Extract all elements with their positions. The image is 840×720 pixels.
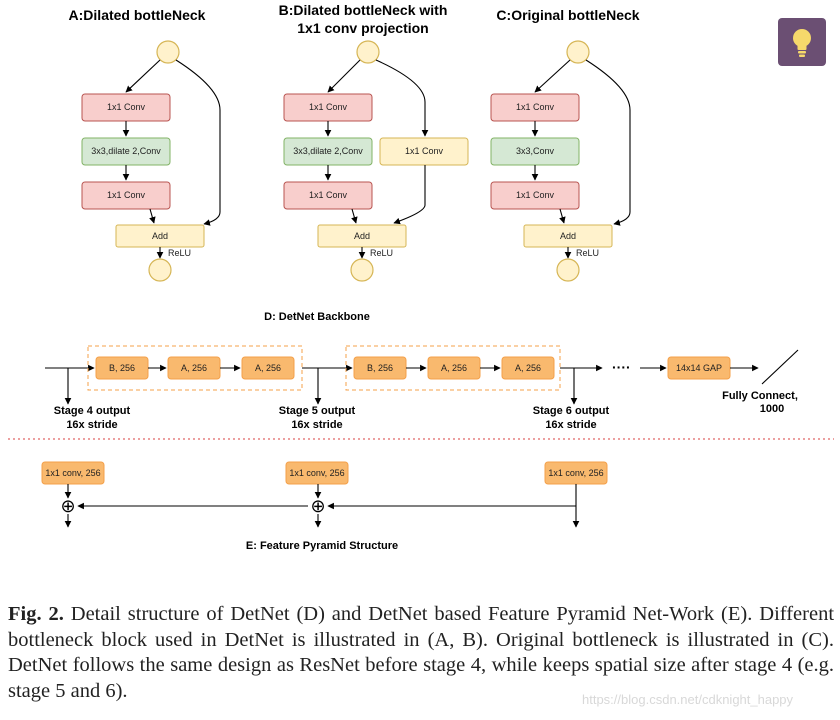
fpn-conv-3-label: 1x1 conv, 256 [548,468,603,478]
panel-b-projection-label: 1x1 Conv [405,146,444,156]
fpn-conv-2-label: 1x1 conv, 256 [289,468,344,478]
panel-c-input-node [566,40,590,64]
backbone-block-2-label: A, 256 [181,363,207,373]
stage4-label-line2: 16x stride [66,419,117,431]
fpn-conv-1-label: 1x1 conv, 256 [45,468,100,478]
caption-text: Detail structure of DetNet (D) and DetNe… [8,603,835,702]
panel-b-conv3-label: 1x1 Conv [309,190,348,200]
backbone: D: DetNet Backbone B, 256 A, 256 A, 256 … [45,311,799,431]
panel-a-conv2-label: 3x3,dilate 2,Conv [91,146,161,156]
fpn-sum-1-icon: ⊕ [60,496,75,517]
panel-a-conv3-label: 1x1 Conv [107,190,146,200]
backbone-block-6-label: A, 256 [515,363,541,373]
watermark: https://blog.csdn.net/cdknight_happy [582,692,794,707]
panel-c-output-node [556,258,580,282]
fpn-title: E: Feature Pyramid Structure [246,540,398,552]
panel-b-input-node [356,40,380,64]
backbone-block-4-label: B, 256 [367,363,393,373]
panel-a-output-node [148,258,172,282]
panel-a-conv1-label: 1x1 Conv [107,102,146,112]
panel-b-title-line2: 1x1 conv projection [297,20,428,36]
panel-b-add-label: Add [354,231,370,241]
fc-label-line1: Fully Connect, [722,390,798,402]
panel-b: B:Dilated bottleNeck with 1x1 conv proje… [279,2,469,282]
panel-b-conv1-label: 1x1 Conv [309,102,348,112]
panel-c-conv2-label: 3x3,Conv [516,146,555,156]
panel-b-conv3-box [283,181,373,210]
backbone-group-1 [87,345,303,391]
stage6-label-line1: Stage 6 output [533,405,610,417]
stage5-label-line2: 16x stride [291,419,342,431]
stage6-label-line2: 16x stride [545,419,596,431]
fc-label-line2: 1000 [760,403,784,415]
lightbulb-icon-glyph [793,29,811,57]
panel-a-title: A:Dilated bottleNeck [69,7,206,23]
lightbulb-icon[interactable] [778,18,826,66]
fpn-conv-1 [41,461,105,485]
panel-b-relu-label: ReLU [370,248,393,258]
panel-c-conv3-label: 1x1 Conv [516,190,555,200]
panel-a-add-label: Add [152,231,168,241]
figure-caption: Fig. 2. Detail structure of DetNet (D) a… [8,602,834,704]
fpn-sum-2-icon: ⊕ [310,496,325,517]
backbone-block-3-label: A, 256 [255,363,281,373]
backbone-block-1-label: B, 256 [109,363,135,373]
backbone-group-2 [345,345,561,391]
backbone-block-3 [241,356,295,380]
panel-b-conv2-label: 3x3,dilate 2,Conv [293,146,363,156]
caption-label: Fig. 2. [8,603,64,625]
backbone-ellipsis: ···· [612,359,631,375]
panel-c: C:Original bottleNeck 1x1 Conv 3x3,Conv … [490,7,640,282]
backbone-gap-label: 14x14 GAP [676,363,722,373]
panel-a-relu-label: ReLU [168,248,191,258]
backbone-title: D: DetNet Backbone [264,311,370,323]
panel-c-relu-label: ReLU [576,248,599,258]
fpn-conv-2 [285,461,349,485]
stage5-label-line1: Stage 5 output [279,405,356,417]
backbone-block-6 [501,356,555,380]
backbone-block-5-label: A, 256 [441,363,467,373]
panel-c-title: C:Original bottleNeck [496,7,639,23]
panel-a: A:Dilated bottleNeck 1x1 Conv 3x3,dilate… [69,7,221,282]
detnet-diagram: A:Dilated bottleNeck 1x1 Conv 3x3,dilate… [8,2,834,552]
panel-b-projection-box [379,137,469,166]
panel-a-input-node [156,40,180,64]
panel-a-conv3-box [81,181,171,210]
panel-c-conv1-label: 1x1 Conv [516,102,555,112]
panel-b-title-line1: B:Dilated bottleNeck with [279,2,448,18]
stage4-label-line1: Stage 4 output [54,405,131,417]
fpn: 1x1 conv, 256 1x1 conv, 256 1x1 conv, 25… [41,461,608,552]
panel-b-output-node [350,258,374,282]
panel-c-add-label: Add [560,231,576,241]
panel-c-conv3-box [490,181,580,210]
fc-layer-line [761,349,799,385]
